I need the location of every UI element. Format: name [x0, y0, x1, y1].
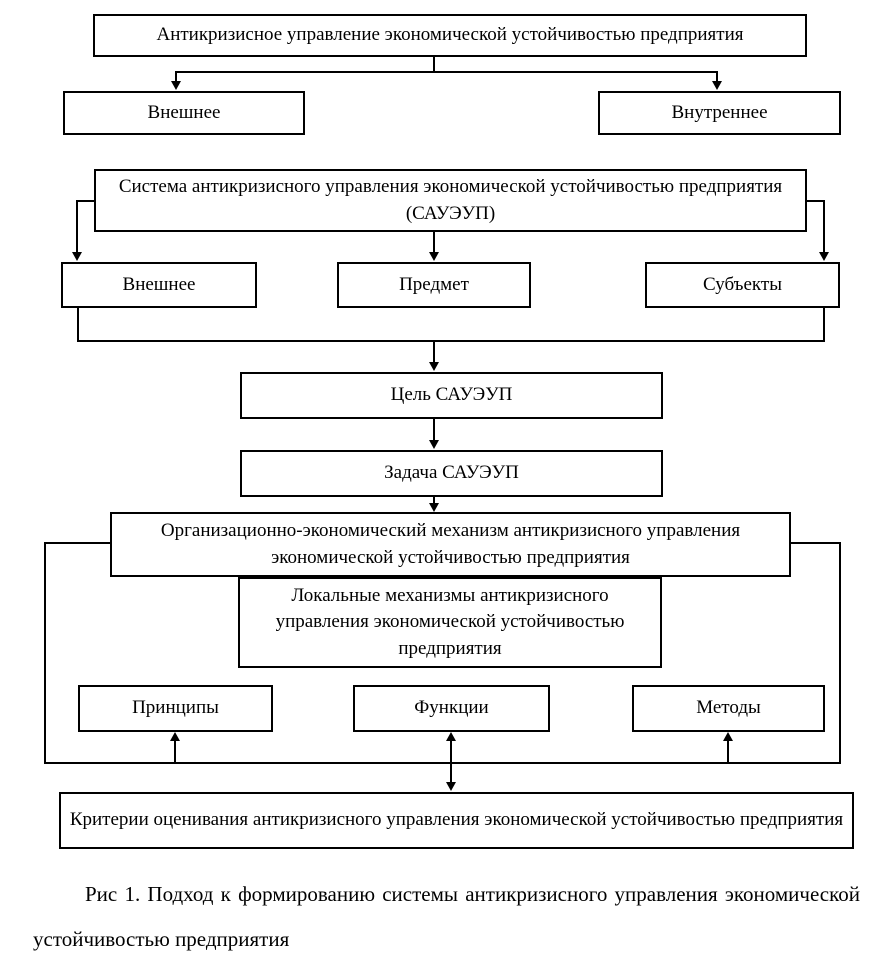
connector-external-stem	[175, 73, 177, 82]
box-org-economic-mechanism: Организационно-экономический механизм ан…	[110, 512, 791, 577]
box-methods: Методы	[632, 685, 825, 732]
bracket-right-line	[839, 542, 841, 764]
box-internal-management: Внутреннее	[598, 91, 841, 135]
figure-caption: Рис 1. Подход к формированию системы ант…	[33, 882, 860, 951]
box-functions: Функции	[353, 685, 550, 732]
connector-top-stem	[433, 57, 435, 73]
arrowhead-up-principles	[170, 732, 180, 741]
bracket-left-jog	[44, 542, 110, 544]
arrowhead-down-subjects	[819, 252, 829, 261]
connector-goal-stem	[433, 342, 435, 363]
arrowhead-down-goal	[429, 362, 439, 371]
connector-system-left-drop	[76, 200, 78, 253]
box-subject-matter: Предмет	[337, 262, 531, 308]
connector-system-right-jog	[807, 200, 825, 202]
box-anticrisis-management: Антикризисное управление экономической у…	[93, 14, 807, 57]
box-subjects: Субъекты	[645, 262, 840, 308]
arrowhead-down-external	[171, 81, 181, 90]
connector-system-left-jog	[77, 200, 94, 202]
arrowhead-down-internal	[712, 81, 722, 90]
arrowhead-down-mechanism	[429, 503, 439, 512]
box-sauep-goal: Цель САУЭУП	[240, 372, 663, 419]
box-external-env: Внешнее	[61, 262, 257, 308]
arrowhead-down-criteria	[446, 782, 456, 791]
arrowhead-down-subject-matter	[429, 252, 439, 261]
arrowhead-up-methods	[723, 732, 733, 741]
arrowhead-down-env	[72, 252, 82, 261]
connector-env-drop	[77, 308, 79, 342]
connector-goal-task-stem	[433, 419, 435, 441]
box-principles: Принципы	[78, 685, 273, 732]
connector-functions-criteria-stem	[450, 740, 452, 783]
connector-system-center-stem	[433, 232, 435, 253]
connector-principles-stem	[174, 740, 176, 762]
arrowhead-up-functions	[446, 732, 456, 741]
connector-system-right-drop	[823, 200, 825, 253]
connector-internal-stem	[716, 73, 718, 82]
connector-methods-stem	[727, 740, 729, 762]
arrowhead-down-task	[429, 440, 439, 449]
bracket-bottom-line	[44, 762, 841, 764]
connector-collector-line	[77, 340, 825, 342]
connector-top-branch	[175, 71, 718, 73]
box-evaluation-criteria: Критерии оценивания антикризисного управ…	[59, 792, 854, 849]
bracket-left-line	[44, 542, 46, 764]
box-local-mechanisms: Локальные механизмы антикризисного управ…	[238, 577, 662, 668]
connector-task-mechanism-stem	[433, 497, 435, 504]
box-external-management: Внешнее	[63, 91, 305, 135]
connector-subjects-drop	[823, 308, 825, 342]
box-sauep-system: Система антикризисного управления эконом…	[94, 169, 807, 232]
box-sauep-task: Задача САУЭУП	[240, 450, 663, 497]
bracket-right-jog	[791, 542, 841, 544]
